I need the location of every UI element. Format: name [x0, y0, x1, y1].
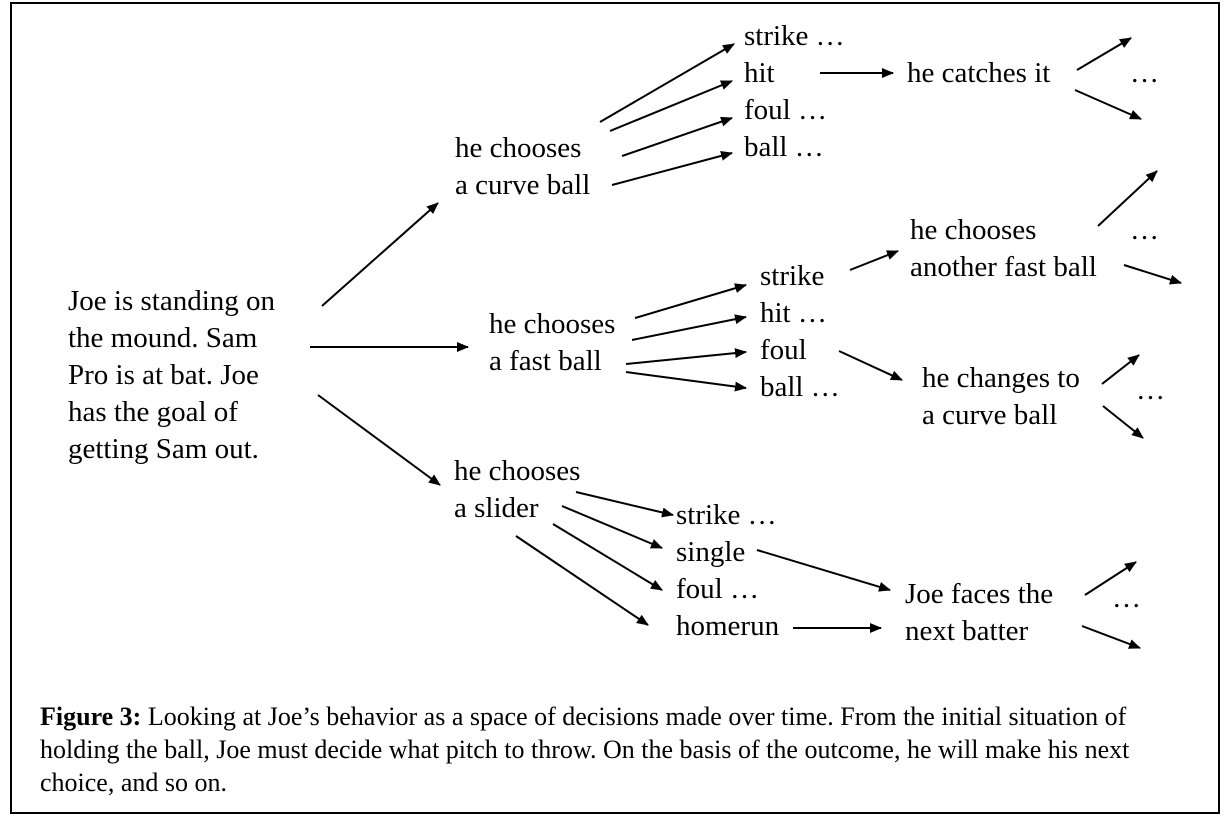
arrow-fast-foul: [625, 348, 747, 365]
curve-outcome-ball: ball …: [744, 131, 824, 163]
caption-text: Looking at Joe’s behavior as a space of …: [40, 702, 1130, 797]
fast-outcome-hit: hit …: [760, 297, 827, 329]
arrow-faces-up: [1084, 561, 1137, 596]
catches-it: he catches it: [907, 57, 1051, 89]
arrow-catches-down: [1074, 89, 1142, 120]
slider-outcome-strike: strike …: [676, 499, 777, 531]
curve-outcome-hit: hit: [744, 57, 775, 89]
slider-outcome-homerun: homerun: [676, 610, 780, 642]
faces-next-line-2: next batter: [905, 615, 1029, 647]
fast-ball-line-2: a fast ball: [489, 345, 602, 377]
faces-next-line-1: Joe faces the: [905, 578, 1054, 610]
arrow-foul-changes: [838, 350, 903, 381]
arrow-catches-up: [1076, 37, 1132, 71]
ellipsis-catches: …: [1130, 57, 1159, 89]
arrow-root-slider: [317, 394, 441, 486]
another-fast-line-1: he chooses: [910, 214, 1037, 246]
ellipsis-changes-curve: …: [1136, 374, 1165, 406]
curve-outcome-strike: strike …: [744, 20, 845, 52]
arrow-fast-strike: [634, 283, 747, 319]
arrow-curve-foul: [621, 116, 733, 157]
figure-caption: Figure 3: Looking at Joe’s behavior as a…: [40, 700, 1200, 799]
arrow-slider-foul: [552, 523, 663, 591]
ellipsis-faces-next: …: [1112, 582, 1141, 614]
slider-line-2: a slider: [454, 492, 539, 524]
figure-frame: [10, 2, 1220, 814]
curve-ball-line-1: he chooses: [455, 132, 582, 164]
slider-line-1: he chooses: [454, 455, 581, 487]
arrow-curve-ball: [611, 151, 733, 186]
arrow-changes-down: [1102, 405, 1144, 439]
slider-outcome-single: single: [676, 536, 746, 568]
arrow-faces-down: [1081, 625, 1141, 649]
arrow-fast-ball: [625, 371, 747, 392]
arrow-another-up: [1097, 170, 1158, 227]
root-line-4: has the goal of: [68, 396, 238, 428]
root-line-2: the mound. Sam: [68, 322, 258, 354]
another-fast-line-2: another fast ball: [910, 251, 1097, 283]
fast-outcome-ball: ball …: [760, 371, 840, 403]
arrow-single-faces: [756, 549, 891, 592]
arrow-slider-single: [561, 505, 663, 549]
arrow-changes-up: [1101, 354, 1140, 385]
fast-outcome-strike: strike: [760, 260, 825, 292]
changes-curve-line-1: he changes to: [922, 362, 1080, 394]
ellipsis-another-fast: …: [1130, 214, 1159, 246]
arrow-strike-another: [849, 250, 899, 271]
fast-outcome-foul: foul: [760, 334, 807, 366]
fast-ball-line-1: he chooses: [489, 308, 616, 340]
changes-curve-line-2: a curve ball: [922, 399, 1058, 431]
root-line-5: getting Sam out.: [68, 433, 259, 465]
caption-label: Figure 3:: [40, 702, 142, 731]
arrow-another-down: [1123, 264, 1182, 285]
slider-outcome-foul: foul …: [676, 573, 759, 605]
curve-ball-line-2: a curve ball: [455, 169, 591, 201]
root-line-3: Pro is at bat. Joe: [68, 359, 259, 391]
arrow-curve-strike: [599, 43, 735, 123]
arrow-root-curve: [321, 202, 439, 307]
root-line-1: Joe is standing on: [68, 285, 276, 317]
arrow-curve-hit: [609, 80, 733, 132]
arrow-slider-homerun: [515, 535, 649, 626]
arrow-fast-hit: [631, 314, 747, 341]
arrow-slider-strike: [575, 491, 674, 518]
curve-outcome-foul: foul …: [744, 94, 827, 126]
